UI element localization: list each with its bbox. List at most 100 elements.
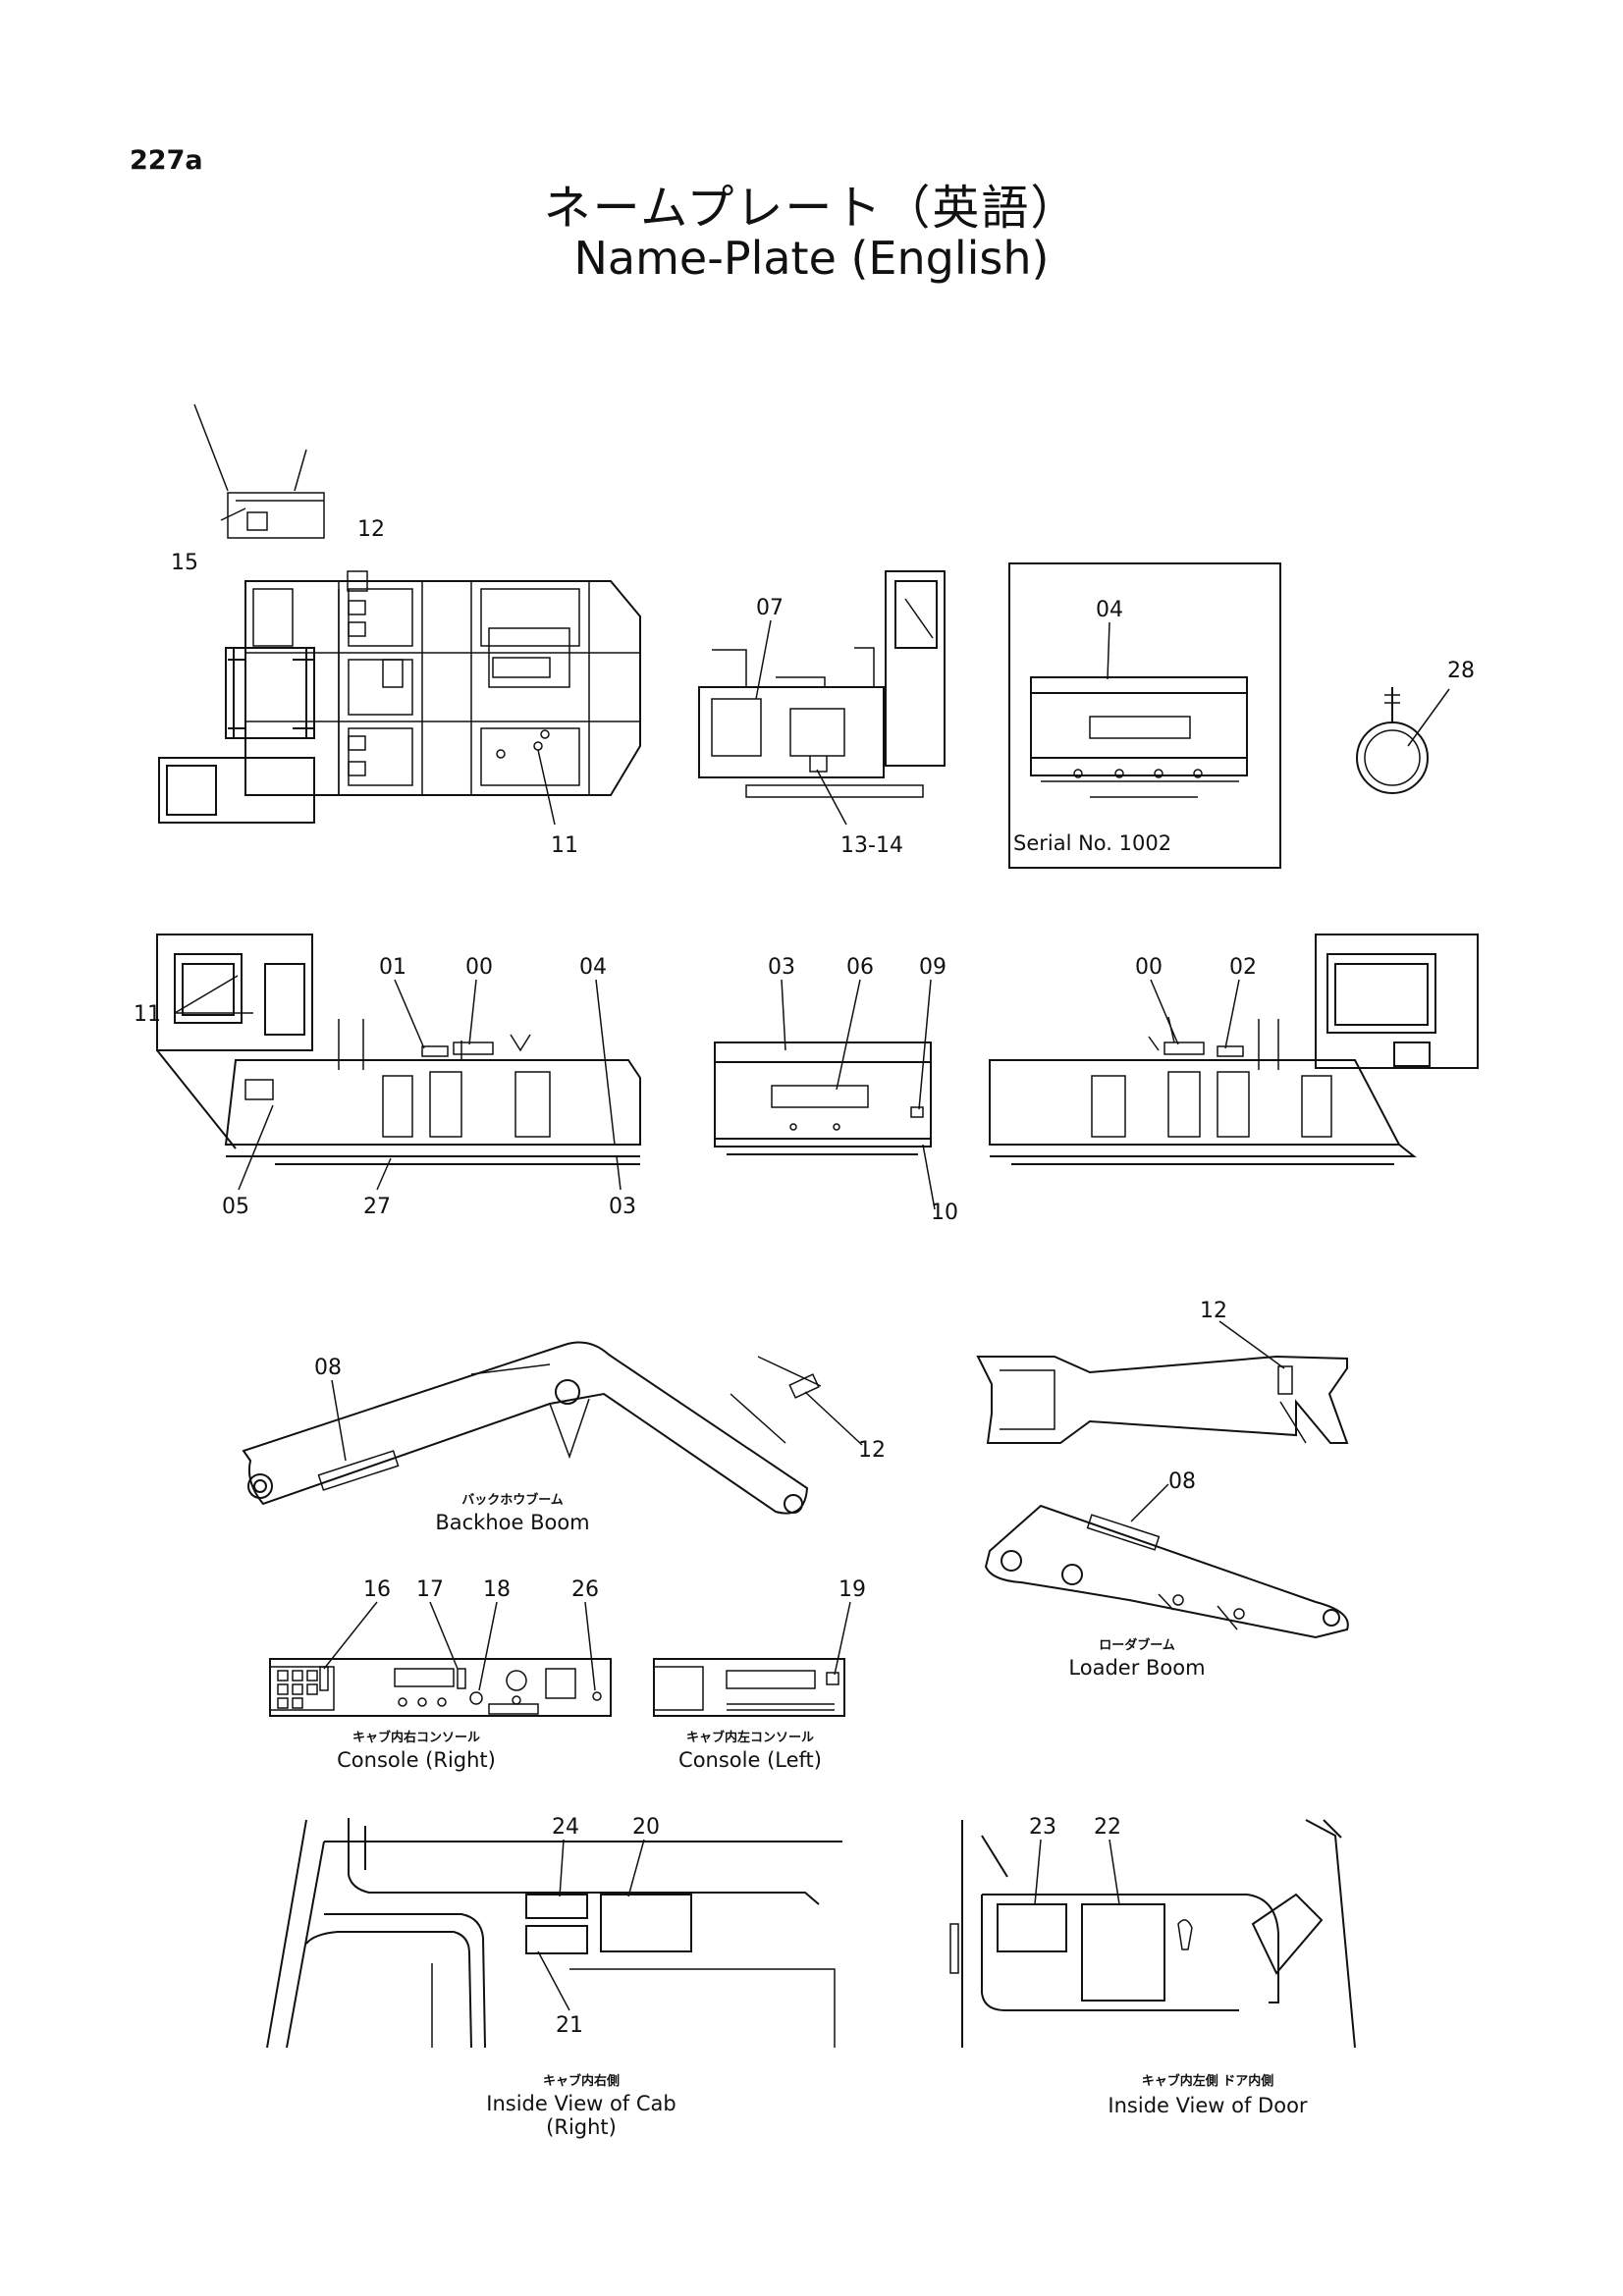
upper-structure-outline [244,580,641,796]
door-inside [949,1819,1356,2049]
plate-22 [1081,1903,1165,2002]
plate-16 [319,1666,329,1691]
leader-22 [1109,1839,1120,1905]
callout-17: 17 [416,1577,444,1602]
callout-15: 15 [171,551,198,575]
callout-08-loader: 08 [1168,1469,1196,1494]
top-view-machine [158,403,641,826]
side-view-small [698,570,946,826]
left-deck [224,1059,641,1146]
leader-19 [834,1601,851,1676]
leader-00-right [1150,979,1179,1045]
side-view-left [156,934,641,1191]
leader-23 [1034,1839,1042,1905]
plate-20 [600,1894,692,1952]
leader-06 [836,979,861,1091]
leader-09 [918,979,932,1110]
backhoe-boom [242,1341,863,1515]
callout-28: 28 [1447,659,1475,683]
plate-00-left [453,1041,494,1055]
caption-cab-inside-en-2: (Right) [546,2115,617,2139]
leader-26 [584,1601,596,1691]
console-left [653,1601,851,1717]
leader-17 [429,1601,459,1670]
side-view-right [989,934,1479,1165]
callout-00-left: 00 [465,955,493,980]
leader-10 [922,1144,936,1210]
callout-12-top: 12 [357,517,385,542]
arm-top-view [976,1320,1349,1444]
front-linkage [225,647,315,739]
callout-01: 01 [379,955,406,980]
leader-02 [1224,979,1240,1049]
callout-19: 19 [839,1577,866,1602]
plate-24 [525,1894,588,1919]
right-deck [989,1059,1401,1146]
leader-04-serial [1107,621,1110,680]
plate-18 [469,1691,483,1705]
callout-12-detail: 12 [858,1438,886,1463]
callout-13-14: 13-14 [840,833,903,858]
leader-11-side [174,975,239,1014]
callout-09: 09 [919,955,947,980]
callout-05: 05 [222,1195,249,1219]
boom-detail [730,1356,822,1444]
page-title-japanese: ネームプレート（英語） [543,181,1080,236]
boom-foot-pin [247,1473,273,1499]
callout-00-right: 00 [1135,955,1163,980]
plate-04-serial [1089,716,1191,739]
page-number: 227a [130,145,203,176]
callout-11-top: 11 [551,833,578,858]
caption-cab-inside-ja: キャブ内右側 [543,2073,620,2089]
leader-00-left [468,979,477,1045]
callout-27: 27 [363,1195,391,1219]
leader-16 [323,1601,378,1670]
callout-18: 18 [483,1577,511,1602]
leader-27 [376,1157,392,1191]
callout-03-side: 03 [609,1195,636,1219]
callout-03-rear: 03 [768,955,795,980]
plate-12-arm [1277,1365,1293,1395]
plate-08-loader [1086,1514,1161,1551]
plate-09 [910,1106,924,1118]
plate-02 [1217,1045,1244,1057]
plate-19 [826,1672,839,1685]
plate-08-backhoe [317,1450,400,1491]
leader-03-rear [781,979,786,1051]
callout-24: 24 [552,1815,579,1840]
callout-23: 23 [1029,1815,1056,1840]
plate-12-detail [788,1373,820,1399]
leader-18 [478,1601,498,1691]
leader-12-arm [1218,1320,1285,1369]
cab-inside-right [266,1818,842,2049]
caption-console-left-en: Console (Left) [678,1748,822,1772]
callout-08-backhoe: 08 [314,1356,342,1380]
callout-04-side: 04 [579,955,607,980]
loader-pin-1 [1001,1550,1022,1572]
leader-03-side [616,1155,622,1191]
leader-07 [755,619,772,700]
callout-11-side: 11 [134,1002,161,1027]
caption-loader-en: Loader Boom [1068,1656,1205,1680]
callout-26: 26 [571,1577,599,1602]
loader-pin-2 [1061,1564,1083,1585]
plate-17 [457,1668,466,1689]
plate-01 [421,1045,449,1057]
callout-02: 02 [1229,955,1257,980]
leader-08-loader [1130,1483,1169,1522]
leader-13-14 [816,769,847,826]
caption-backhoe-en: Backhoe Boom [435,1511,589,1534]
boom-tip-pin [784,1494,803,1514]
plate-11 [533,741,543,751]
leader-24 [559,1839,565,1897]
callout-21: 21 [556,2013,583,2038]
caption-cab-inside-en-1: Inside View of Cab [486,2092,676,2115]
caption-console-left-ja: キャブ内左コンソール [686,1730,814,1745]
loader-boom [984,1483,1349,1639]
caption-door-inside-ja: キャブ内左側 ドア内側 [1142,2073,1274,2089]
callout-04-serial: 04 [1096,598,1123,622]
caption-backhoe-ja: バックホウブーム [461,1492,564,1508]
caption-console-right-ja: キャブ内右コンソール [352,1730,480,1745]
plate-00-right [1163,1041,1205,1055]
leader-01 [394,979,425,1049]
